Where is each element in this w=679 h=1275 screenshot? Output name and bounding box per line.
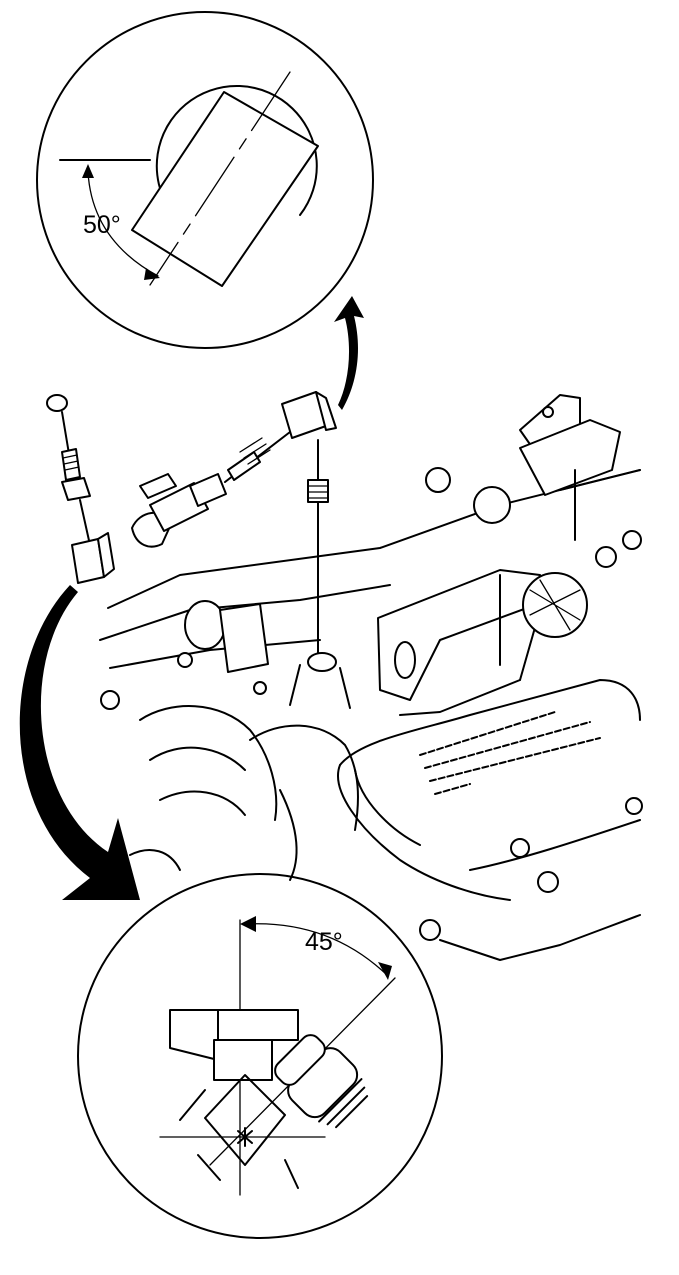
right-stud-nut (307, 479, 329, 503)
intake-runner-5 (279, 789, 298, 881)
water-outlet (219, 603, 269, 673)
upper-callout-arrow-shape (334, 296, 364, 410)
sensor-tab (139, 473, 177, 499)
exhaust-bolt (419, 919, 441, 941)
upper-angle-arc (87, 171, 159, 277)
map-sensor-bolt (542, 406, 554, 418)
lower-mount-lines (179, 1089, 299, 1189)
intake-runner-3 (159, 790, 246, 816)
lower-angle-arrowhead-left (240, 916, 256, 932)
throttle-sensor (473, 486, 511, 524)
manifold-bolt-left (100, 690, 120, 710)
valve-cover-bolt-3 (625, 797, 643, 815)
map-sensor-mount (559, 469, 641, 541)
intake-runner-4 (249, 724, 359, 831)
valve-cover-bolt-1 (510, 838, 530, 858)
valve-cover-lettering (419, 711, 601, 795)
port-fitting-2 (622, 530, 642, 550)
map-sensor-body (519, 419, 621, 496)
upper-angle-arrowhead-bottom (144, 268, 160, 280)
lower-sensor-top (274, 1034, 326, 1086)
valve-cover-bottom (469, 819, 641, 871)
lower-detail-circle (77, 873, 443, 1239)
manifold-bolt-mid (177, 652, 193, 668)
left-cap (46, 394, 68, 412)
lower-sensor-threads (318, 1078, 369, 1129)
sensor-nut (227, 451, 261, 481)
upper-angle-arrowhead-top (82, 164, 94, 178)
lower-angle-label: 45° (305, 928, 343, 956)
lower-bracket-top (217, 1009, 299, 1041)
upper-angle-label: 50° (83, 211, 121, 239)
lower-angle-arc (245, 923, 389, 977)
upper-centerline (149, 71, 291, 286)
lower-mount-diamond (204, 1074, 286, 1166)
right-stud-threads (307, 485, 329, 499)
manifold-lower-edge (99, 584, 391, 641)
sensor-port-boss (289, 664, 351, 709)
valve-cover-inner (354, 769, 421, 846)
upper-detail-view: 50° (36, 11, 374, 349)
intake-runner-1 (139, 705, 278, 821)
intake-runner-2 (149, 746, 246, 771)
exploded-sensor-parts (46, 391, 337, 656)
right-connector-side (315, 391, 337, 431)
engine-assembly (99, 394, 643, 961)
bracket-lower-edge (399, 679, 521, 716)
valve-cover-top (339, 679, 641, 766)
exhaust-manifold-edge (439, 914, 641, 961)
valve-cover-bolt-2 (537, 871, 559, 893)
lower-detail-view: 45° (77, 873, 443, 1239)
lower-callout-arrow-shape (19, 585, 140, 900)
upper-callout-arrow (334, 296, 364, 410)
sensor-threads (239, 437, 271, 465)
left-lead (79, 499, 91, 546)
lower-angle-arrowhead-right (378, 962, 392, 980)
lower-center-mark (237, 1127, 253, 1147)
lower-callout-arrow (19, 585, 140, 900)
bracket-slot (394, 641, 416, 679)
port-fitting (595, 546, 617, 568)
idle-valve (425, 467, 451, 493)
upper-sensor-connector (131, 91, 319, 287)
lower-hose (129, 849, 181, 871)
support-bracket (377, 569, 541, 701)
left-connector-side (97, 532, 115, 578)
lower-bracket-left (169, 1009, 219, 1061)
sensor-port (307, 652, 337, 672)
lower-sensor (274, 1034, 369, 1129)
upper-sensor-body-outline (155, 85, 318, 216)
manifold-rail (109, 639, 321, 669)
left-nut (61, 477, 91, 501)
valve-cover-left (337, 764, 511, 901)
thermostat-housing (184, 600, 226, 650)
left-stud-threads (62, 454, 80, 471)
lower-bracket-block (213, 1039, 273, 1081)
distributor-detail (529, 579, 581, 631)
sensor-hex (189, 473, 227, 507)
outlet-bolt (253, 681, 267, 695)
upper-detail-circle (36, 11, 374, 349)
